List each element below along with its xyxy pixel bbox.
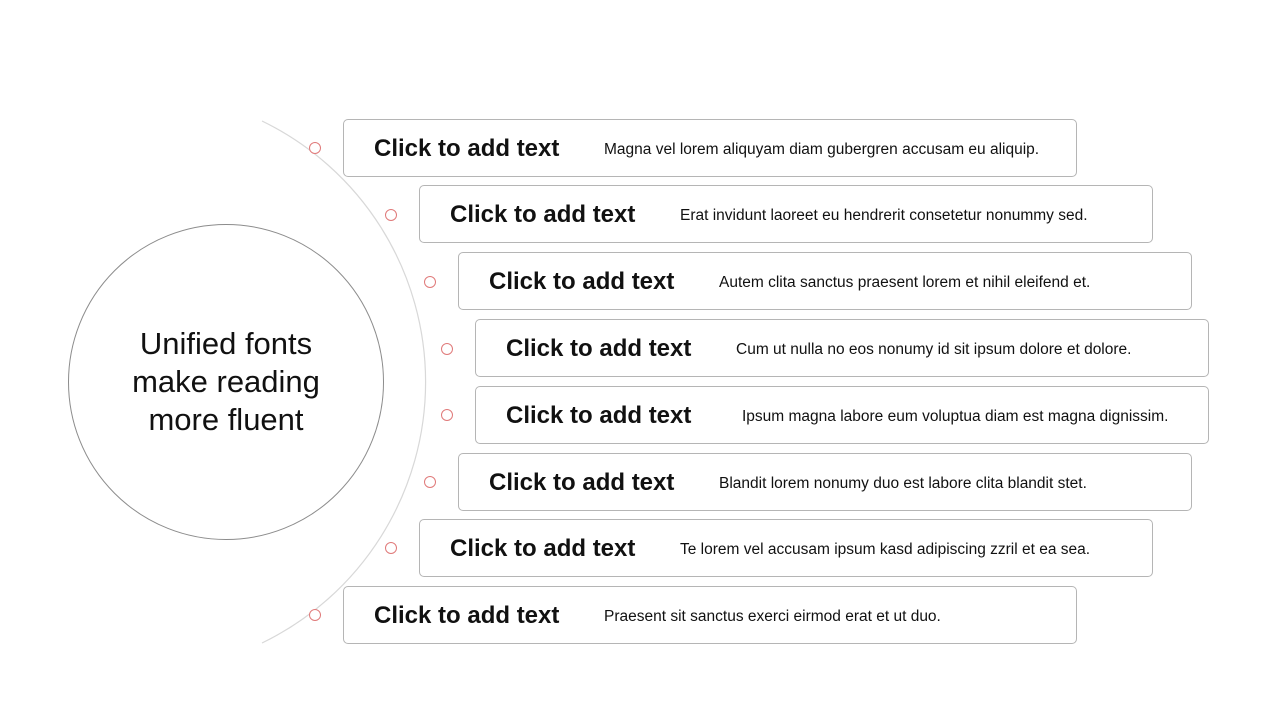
item-title[interactable]: Click to add text xyxy=(489,268,675,295)
item-desc: Magna vel lorem aliquyam diam gubergren … xyxy=(604,141,1040,158)
item-desc: Blandit lorem nonumy duo est labore clit… xyxy=(719,475,1087,492)
connector-dot-6 xyxy=(424,476,436,488)
item-desc: Te lorem vel accusam ipsum kasd adipisci… xyxy=(680,541,1091,558)
connector-dot-1 xyxy=(309,142,321,154)
item-box-8[interactable]: Click to add text Praesent sit sanctus e… xyxy=(343,586,1077,644)
item-title[interactable]: Click to add text xyxy=(374,135,560,162)
connector-dot-2 xyxy=(385,209,397,221)
arc-line xyxy=(261,120,427,644)
item-box-7[interactable]: Click to add text Te lorem vel accusam i… xyxy=(419,519,1153,577)
item-box-4[interactable]: Click to add text Cum ut nulla no eos no… xyxy=(475,319,1209,377)
item-desc: Ipsum magna labore eum voluptua diam est… xyxy=(742,408,1169,425)
item-desc: Cum ut nulla no eos nonumy id sit ipsum … xyxy=(736,341,1132,358)
item-title[interactable]: Click to add text xyxy=(506,402,692,429)
item-box-6[interactable]: Click to add text Blandit lorem nonumy d… xyxy=(458,453,1192,511)
item-box-1[interactable]: Click to add text Magna vel lorem aliquy… xyxy=(343,119,1077,177)
item-title[interactable]: Click to add text xyxy=(450,201,636,228)
center-circle: Unified fonts make reading more fluent xyxy=(68,224,384,540)
connector-dot-5 xyxy=(441,409,453,421)
item-desc: Erat invidunt laoreet eu hendrerit conse… xyxy=(680,207,1088,224)
item-desc: Autem clita sanctus praesent lorem et ni… xyxy=(719,274,1091,291)
center-text: Unified fonts make reading more fluent xyxy=(132,326,320,437)
connector-dot-4 xyxy=(441,343,453,355)
item-title[interactable]: Click to add text xyxy=(450,535,636,562)
item-box-3[interactable]: Click to add text Autem clita sanctus pr… xyxy=(458,252,1192,310)
connector-dot-3 xyxy=(424,276,436,288)
item-title[interactable]: Click to add text xyxy=(489,469,675,496)
item-desc: Praesent sit sanctus exerci eirmod erat … xyxy=(604,608,941,625)
item-box-2[interactable]: Click to add text Erat invidunt laoreet … xyxy=(419,185,1153,243)
item-title[interactable]: Click to add text xyxy=(506,335,692,362)
item-box-5[interactable]: Click to add text Ipsum magna labore eum… xyxy=(475,386,1209,444)
item-title[interactable]: Click to add text xyxy=(374,602,560,629)
connector-dot-7 xyxy=(385,542,397,554)
connector-dot-8 xyxy=(309,609,321,621)
